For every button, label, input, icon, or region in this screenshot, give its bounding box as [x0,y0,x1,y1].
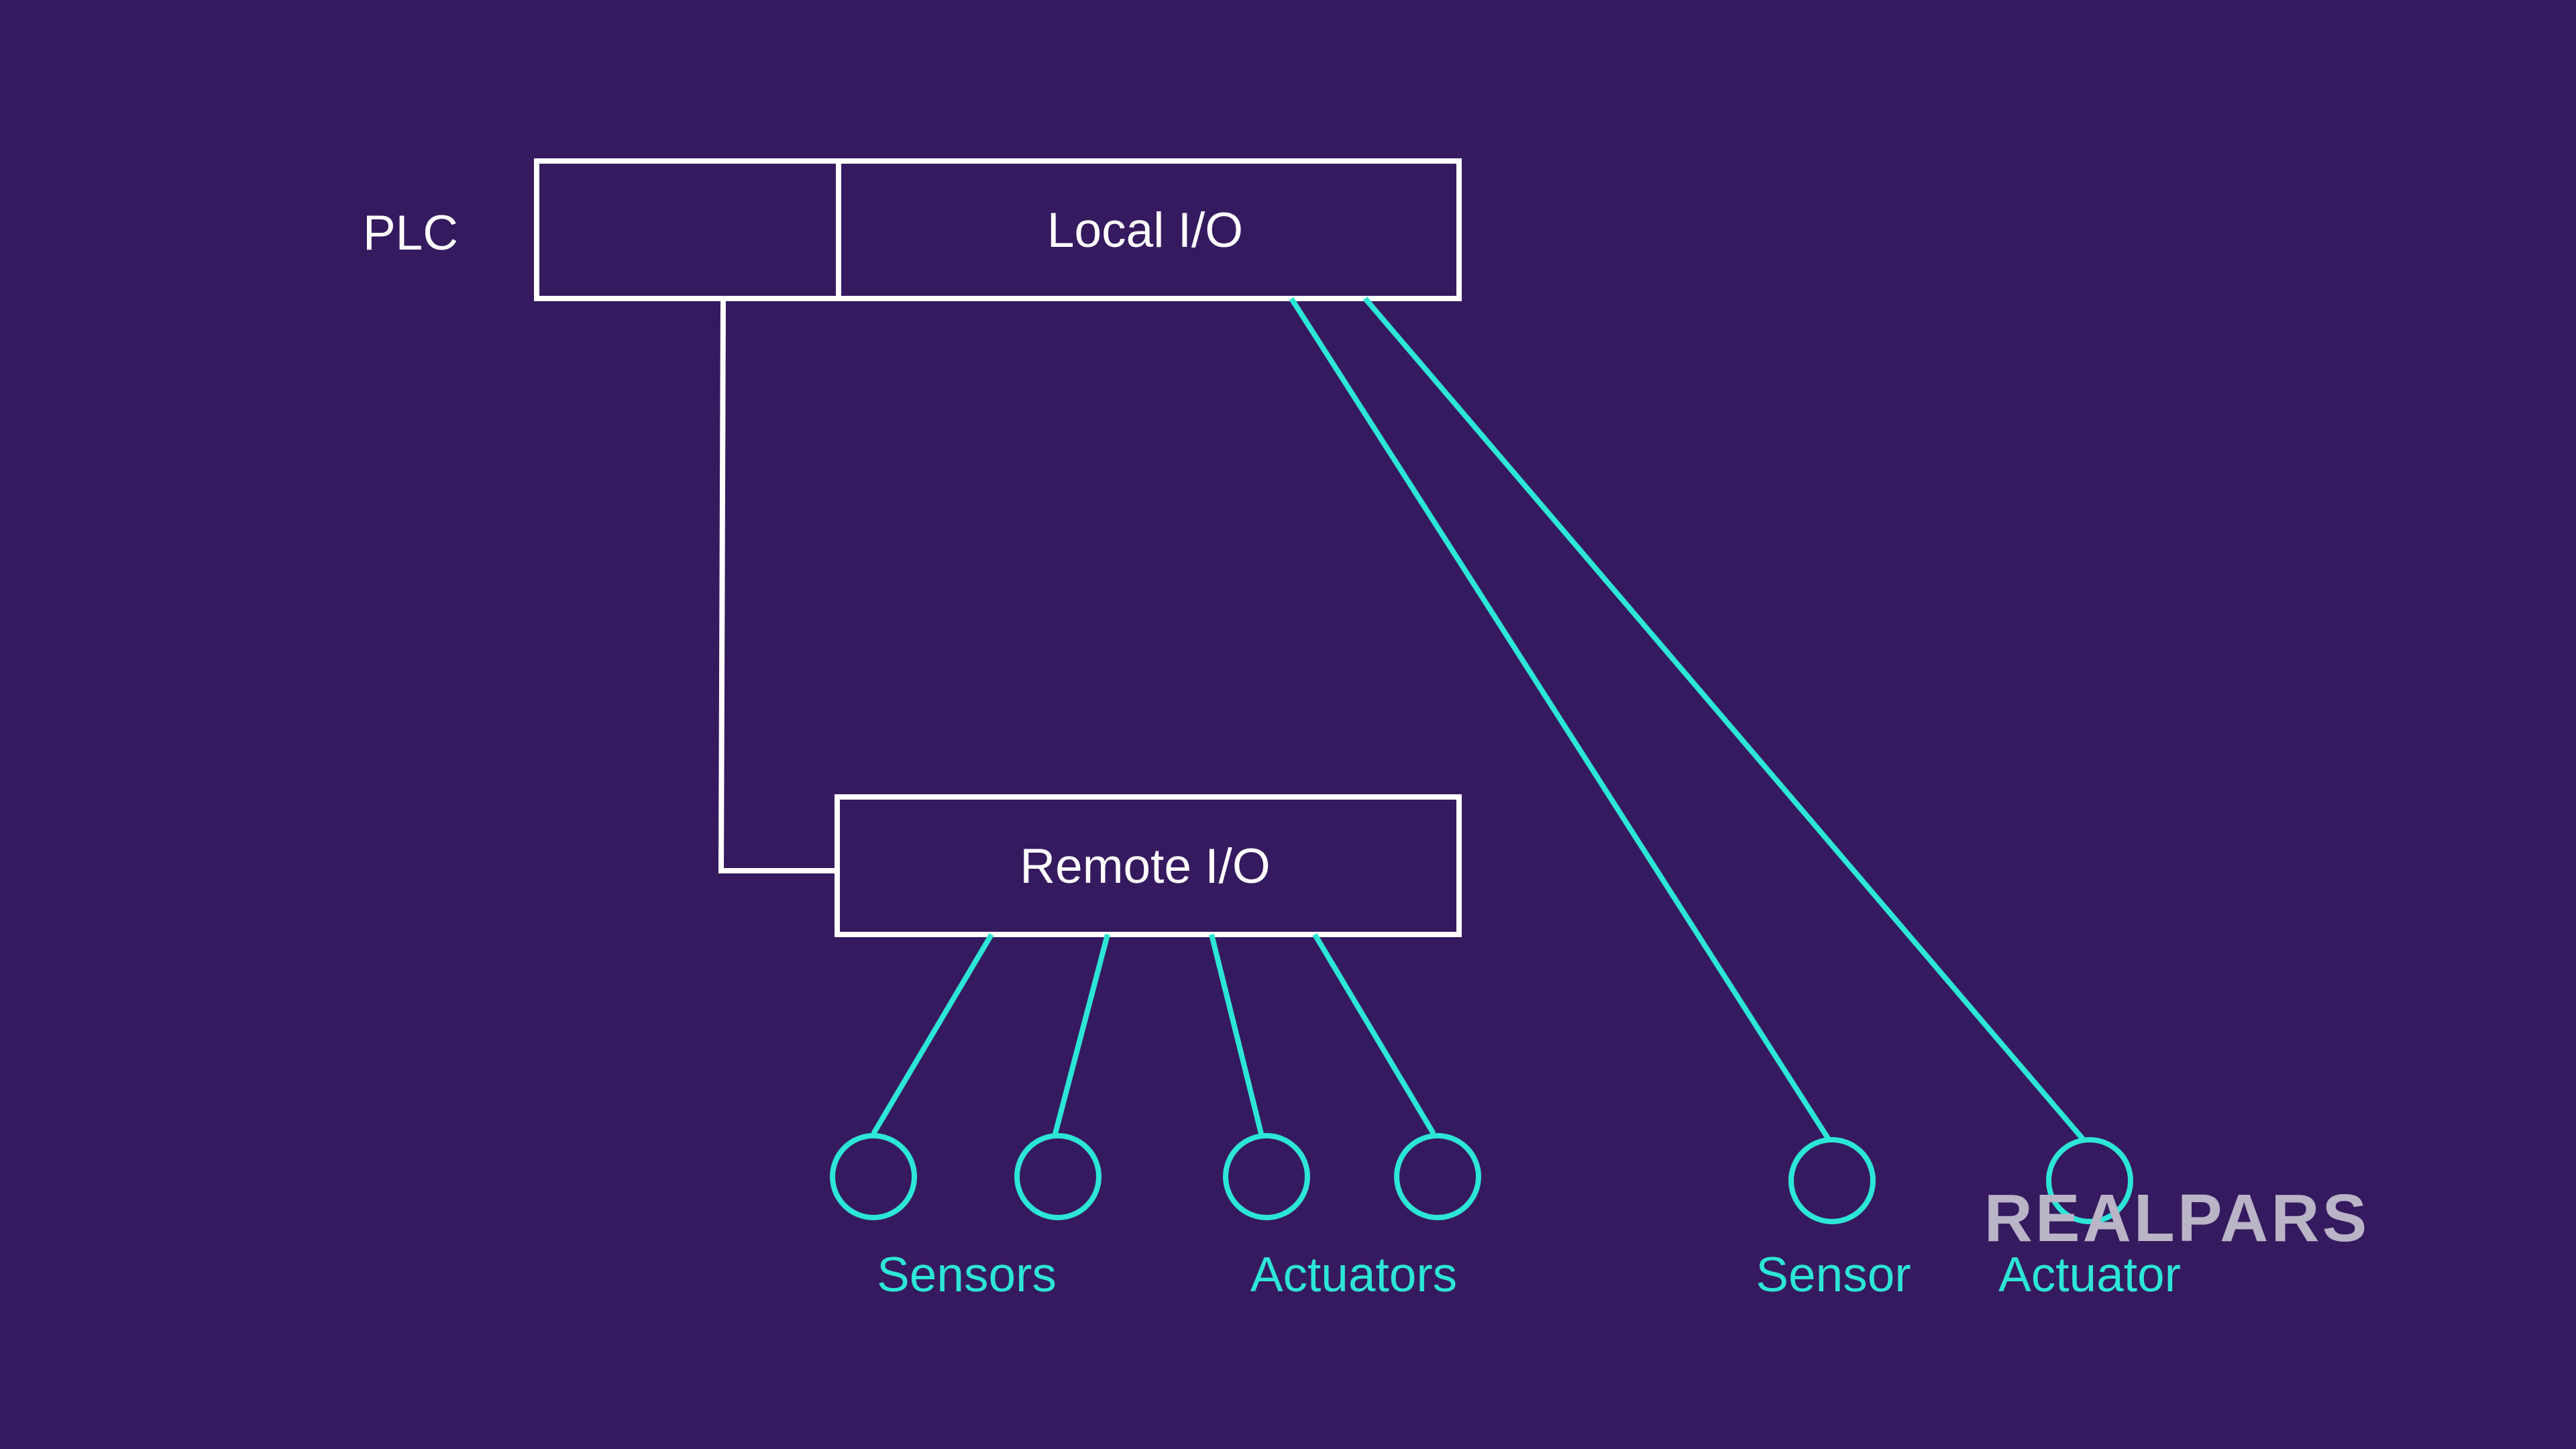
local-io-label: Local I/O [1047,203,1243,258]
sensors-label: Sensors [877,1248,1057,1302]
remote-field-wiring [871,932,1436,1136]
sensor-label: Sensor [1756,1248,1911,1302]
remote-io-box [835,794,1462,937]
actuator-icon [2046,1137,2133,1224]
sensor-icon [1014,1133,1102,1220]
actuator-icon [1223,1133,1310,1220]
remote-actuator-wire-2 [1312,932,1436,1136]
actuators-label: Actuators [1250,1248,1457,1302]
field-devices [830,1133,2133,1224]
plc-cpu-box [534,158,841,301]
local-io-box [836,158,1462,301]
remote-sensor-wire-1 [871,932,994,1136]
sensor-icon [1788,1137,1876,1224]
local-field-wiring [1289,297,2086,1142]
sensor-icon [830,1133,917,1220]
actuator-label: Actuator [1998,1248,2181,1302]
plc-rack [534,158,1462,301]
plc-label: PLC [363,206,458,260]
realpars-logo: REALPARS [1984,1181,2370,1256]
local-actuator-wire [1362,297,2086,1141]
actuator-icon [1394,1133,1481,1220]
remote-actuator-wire-1 [1209,934,1264,1134]
local-sensor-wire [1289,297,1832,1142]
remote-io-link [718,298,837,873]
remote-sensor-wire-2 [1053,933,1110,1135]
remote-io-label: Remote I/O [1020,839,1270,894]
